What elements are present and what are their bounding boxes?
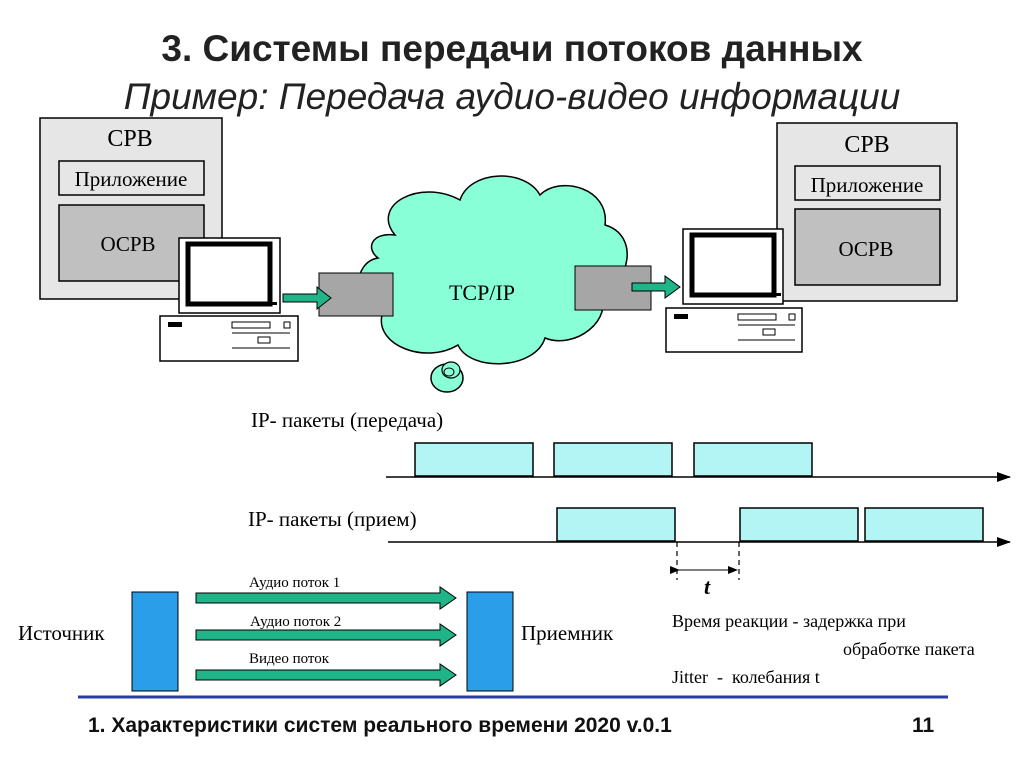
footer-text: 1. Характеристики систем реального време…: [88, 714, 672, 737]
left-os-label: ОСРВ: [100, 232, 155, 256]
stream-label-video: Видео поток: [249, 651, 330, 667]
left-send-arrow: [282, 285, 332, 311]
receiver-block: [466, 591, 514, 692]
left-link-block: [318, 272, 394, 317]
tx-packet: [414, 442, 534, 477]
tx-packet: [553, 442, 673, 477]
stream-arrow-audio-1: [195, 586, 457, 610]
right-receive-arrow: [631, 275, 681, 299]
right-os-label: ОСРВ: [838, 237, 893, 261]
left-app-label: Приложение: [75, 167, 188, 191]
right-os-box: [794, 208, 941, 286]
left-system-label: СРВ: [107, 126, 152, 152]
right-system-label: СРВ: [844, 132, 889, 158]
rx-packet: [864, 507, 984, 542]
slide-title: 3. Системы передачи потоков данных: [161, 28, 863, 69]
tx-packets: [386, 442, 1011, 482]
stream-label-audio-1: Аудио поток 1: [249, 575, 340, 591]
reaction-line-2: обработке пакета: [843, 639, 975, 659]
stream-arrow-audio-2: [195, 623, 457, 647]
rx-packet: [739, 507, 859, 542]
tx-packet: [693, 442, 813, 477]
rx-label: IP- пакеты (прием): [248, 507, 417, 531]
left-app-box: [58, 160, 205, 196]
slide-subtitle: Пример: Передача аудио-видео информации: [123, 76, 901, 117]
right-computer-icon: [665, 228, 803, 353]
reaction-line-1: Время реакции - задержка при: [672, 611, 906, 631]
jitter-line: Jitter - колебания t: [672, 667, 820, 687]
source-label: Источник: [18, 621, 105, 645]
page-number: 11: [912, 714, 935, 737]
stream-label-audio-2: Аудио поток 2: [250, 614, 341, 630]
source-block: [131, 591, 179, 692]
rx-packet: [556, 507, 676, 542]
right-app-label: Приложение: [811, 173, 924, 197]
network-label: TCP/IP: [449, 280, 515, 305]
tx-label: IP- пакеты (передача): [251, 408, 443, 432]
delay-symbol: t: [704, 574, 711, 599]
right-system: СРВ Приложение ОСРВ: [776, 122, 958, 302]
stream-arrow-video: [195, 663, 457, 687]
delay-marker: t: [670, 542, 740, 599]
receiver-label: Приемник: [521, 621, 614, 645]
rx-packets: [388, 507, 1011, 547]
right-app-box: [794, 165, 941, 201]
left-computer-icon: [159, 237, 299, 362]
